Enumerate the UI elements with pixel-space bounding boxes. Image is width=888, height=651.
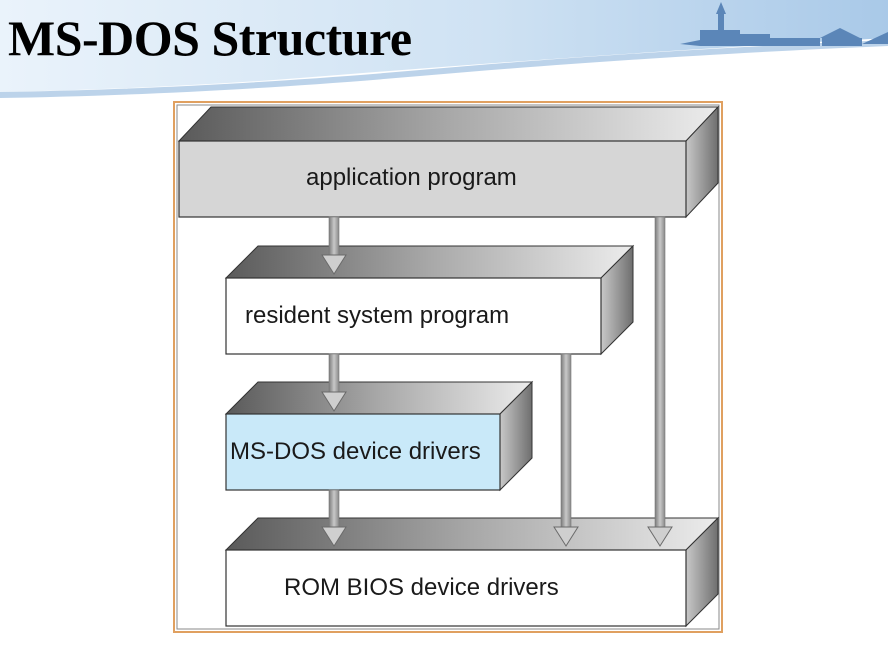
slide-title: MS-DOS Structure xyxy=(8,10,412,66)
diagram-inner-frame xyxy=(176,104,720,630)
arrow-msdos-to-rom xyxy=(321,489,347,547)
rom-bios-face xyxy=(225,549,687,627)
ms-dos-structure-diagram: application program resident system prog… xyxy=(173,101,723,633)
rom-bios-block xyxy=(224,516,720,628)
arrow-resident-to-rom xyxy=(553,353,579,547)
rom-bios-device-drivers-label: ROM BIOS device drivers xyxy=(284,574,559,601)
application-program-block xyxy=(177,105,720,219)
ms-dos-drivers-block xyxy=(224,380,534,492)
header-band xyxy=(0,0,888,98)
header-wave xyxy=(0,40,888,98)
diagram-graphics xyxy=(173,101,723,633)
rom-bios-top xyxy=(224,517,720,551)
application-program-label: application program xyxy=(306,164,517,191)
ms-dos-device-drivers-label: MS-DOS device drivers xyxy=(230,438,481,465)
header-sky xyxy=(0,0,888,92)
resident-program-block xyxy=(224,244,635,356)
arrow-resident-to-msdos xyxy=(321,353,347,412)
arrow-app-to-rom xyxy=(647,216,673,547)
application-program-top xyxy=(177,106,720,142)
ms-dos-drivers-top xyxy=(224,381,534,415)
arrow-app-to-resident xyxy=(321,216,347,275)
resident-program-top xyxy=(224,245,635,279)
resident-program-face xyxy=(225,277,602,355)
resident-system-program-label: resident system program xyxy=(245,302,510,329)
ms-dos-drivers-face xyxy=(225,413,501,491)
skyline-icon xyxy=(680,2,888,46)
application-program-face xyxy=(178,140,687,218)
